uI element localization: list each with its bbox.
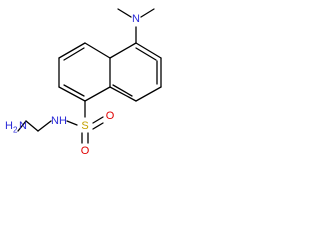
bond bbox=[135, 42, 162, 59]
bond bbox=[135, 86, 162, 102]
bond bbox=[63, 47, 85, 61]
amine-subscript-label: 2 bbox=[13, 126, 18, 135]
bond bbox=[37, 120, 52, 132]
bond bbox=[117, 8, 132, 18]
amine-nitrogen-label: N bbox=[19, 120, 27, 132]
bond bbox=[58, 42, 86, 59]
sulfonyl-oxygen-bottom-label: O bbox=[81, 145, 90, 157]
molecule-svg: N NH S O O H 2 N bbox=[5, 8, 162, 157]
bond bbox=[92, 116, 104, 124]
bond bbox=[112, 84, 133, 97]
sulfonyl-oxygen-top-label: O bbox=[106, 110, 115, 122]
bond bbox=[17, 120, 27, 132]
structure-diagram: N NH S O O H 2 N bbox=[0, 0, 201, 169]
sulfur-label: S bbox=[81, 120, 88, 132]
dimethylamino-nitrogen-label: N bbox=[132, 13, 140, 25]
bond bbox=[135, 47, 157, 61]
sulfonamide-nh-label: NH bbox=[51, 115, 67, 127]
bond bbox=[109, 42, 137, 59]
amine-hydrogen-label: H bbox=[5, 120, 13, 132]
bond bbox=[92, 122, 104, 130]
bond bbox=[58, 86, 86, 102]
bond bbox=[25, 120, 39, 132]
bond bbox=[84, 42, 111, 59]
bond bbox=[66, 120, 78, 126]
bond bbox=[140, 8, 155, 18]
bond bbox=[109, 86, 137, 102]
bond bbox=[84, 86, 111, 102]
bond bbox=[63, 84, 85, 97]
